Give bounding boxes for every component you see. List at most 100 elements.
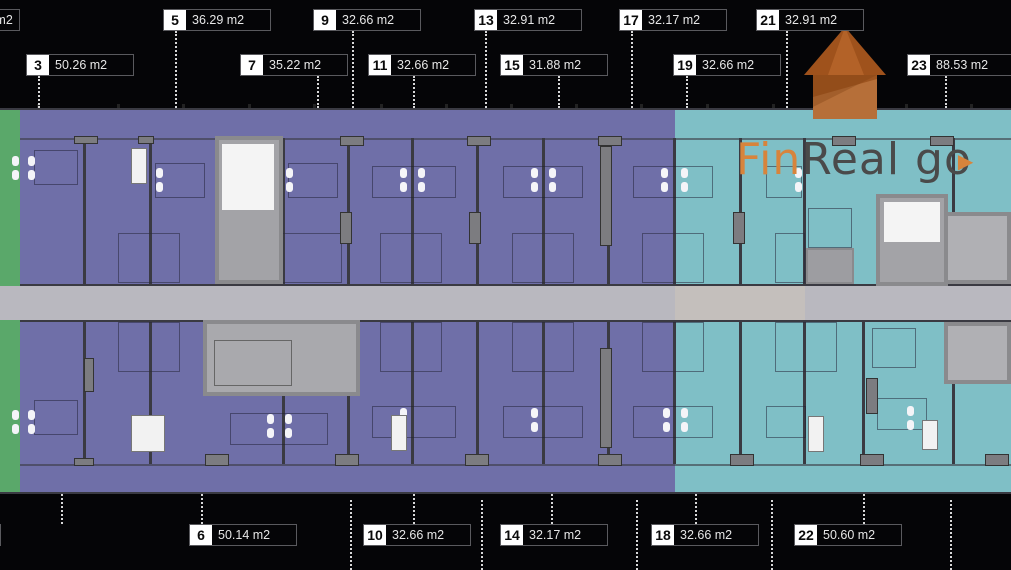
party-wall bbox=[542, 322, 545, 464]
unit-number: 19 bbox=[674, 55, 696, 75]
column bbox=[730, 454, 754, 466]
bathroom bbox=[282, 233, 342, 283]
party-wall bbox=[803, 138, 806, 284]
pillow bbox=[681, 168, 688, 178]
unit-number: 3 bbox=[27, 55, 49, 75]
leader-line bbox=[485, 31, 487, 108]
column bbox=[985, 454, 1009, 466]
unit-area: 32.66 m2 bbox=[702, 58, 755, 72]
pillow bbox=[549, 168, 556, 178]
pillow bbox=[28, 170, 35, 180]
pillow bbox=[549, 182, 556, 192]
facade-mark bbox=[182, 104, 185, 108]
unit-area: 36.29 m2 bbox=[192, 13, 245, 27]
play-icon: ▶ bbox=[957, 149, 975, 173]
lift-core-east-lower bbox=[944, 322, 1011, 384]
pillow bbox=[400, 408, 407, 418]
party-wall bbox=[149, 138, 152, 284]
corridor-arrow-left bbox=[52, 286, 66, 320]
sofa bbox=[131, 148, 147, 184]
facade-mark bbox=[706, 104, 709, 108]
pillow bbox=[907, 406, 914, 416]
facade-mark bbox=[380, 104, 383, 108]
unit-area: 32.66 m2 bbox=[680, 528, 733, 542]
unit-number: 7 bbox=[241, 55, 263, 75]
leader-line bbox=[631, 31, 633, 108]
column bbox=[340, 212, 352, 244]
unit-label[interactable]: 3 m2 bbox=[0, 9, 20, 31]
column bbox=[138, 136, 154, 144]
unit-area: 3 m2 bbox=[0, 13, 13, 27]
bathroom bbox=[775, 233, 805, 283]
unit-area: 32.66 m2 bbox=[397, 58, 450, 72]
leader-line bbox=[945, 76, 947, 108]
staircase-east bbox=[884, 202, 940, 242]
party-wall bbox=[673, 322, 676, 464]
watermark-fin: Fin bbox=[736, 134, 802, 185]
unit-number: 15 bbox=[501, 55, 523, 75]
unit-label[interactable]: m2 bbox=[0, 524, 2, 546]
party-wall bbox=[476, 322, 479, 464]
leader-line bbox=[413, 76, 415, 108]
party-wall bbox=[542, 138, 545, 284]
column bbox=[600, 348, 612, 448]
leader-line bbox=[686, 76, 688, 108]
leader-line bbox=[175, 31, 177, 108]
pillow bbox=[681, 408, 688, 418]
unit-number: 5 bbox=[164, 10, 186, 30]
pillow bbox=[795, 182, 802, 192]
service-room bbox=[806, 248, 854, 284]
bathroom bbox=[642, 233, 704, 283]
column bbox=[335, 454, 359, 466]
pillow bbox=[907, 420, 914, 430]
watermark-realgo: Real go bbox=[801, 134, 972, 185]
leader-line bbox=[350, 500, 352, 570]
unit-number: 10 bbox=[364, 525, 386, 545]
column bbox=[74, 136, 98, 144]
unit-label[interactable]: 5 36.29 m2 bbox=[163, 9, 271, 31]
unit-label[interactable]: 11 32.66 m2 bbox=[368, 54, 476, 76]
pillow bbox=[531, 168, 538, 178]
unit-area: 32.91 m2 bbox=[503, 13, 556, 27]
bed bbox=[288, 163, 338, 198]
party-wall bbox=[149, 322, 152, 464]
zone-purple-lower-left bbox=[20, 333, 80, 393]
pillow bbox=[531, 182, 538, 192]
pillow bbox=[28, 410, 35, 420]
party-wall bbox=[739, 322, 742, 464]
unit-label[interactable]: 19 32.66 m2 bbox=[673, 54, 781, 76]
bathroom bbox=[512, 233, 574, 283]
unit-number: 11 bbox=[369, 55, 391, 75]
column bbox=[469, 212, 481, 244]
unit-area: 88.53 m2 bbox=[936, 58, 989, 72]
staircase bbox=[222, 144, 274, 210]
party-wall bbox=[803, 322, 806, 464]
corridor-wall-top bbox=[20, 284, 1011, 286]
leader-line bbox=[786, 31, 788, 108]
leader-line bbox=[201, 494, 203, 524]
facade-mark bbox=[905, 104, 908, 108]
facade-mark bbox=[640, 104, 643, 108]
column bbox=[930, 136, 954, 146]
bed bbox=[230, 413, 328, 445]
pillow bbox=[531, 422, 538, 432]
house-icon bbox=[804, 27, 886, 119]
bed bbox=[34, 150, 78, 185]
pillow bbox=[285, 428, 292, 438]
facade-mark bbox=[970, 104, 973, 108]
unit-number: 9 bbox=[314, 10, 336, 30]
party-wall bbox=[952, 322, 955, 464]
